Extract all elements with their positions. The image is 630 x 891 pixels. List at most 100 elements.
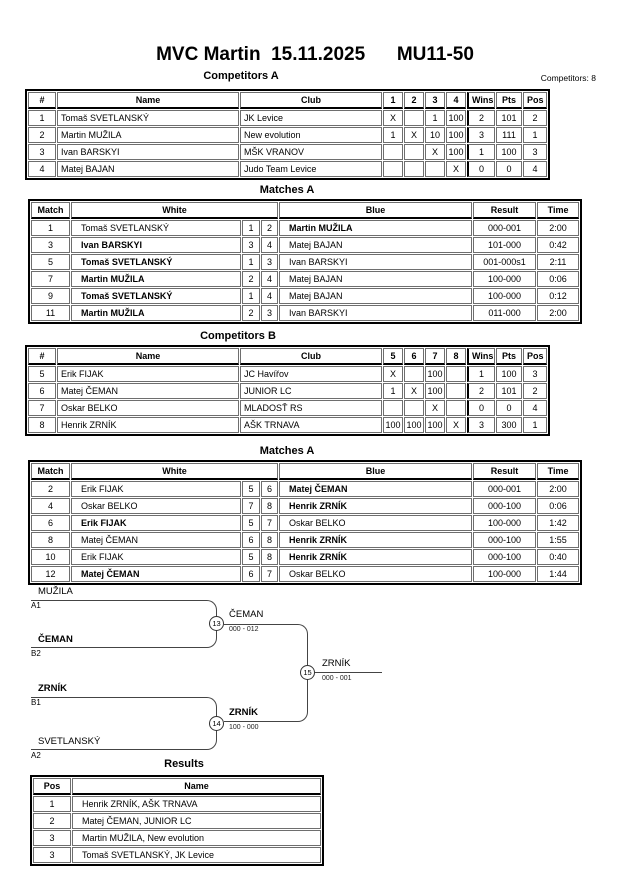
col-header-3: 3 <box>425 92 445 109</box>
bracket-slot-name: SVETLANSKÝ <box>38 736 101 747</box>
col-header-pts: Pts <box>496 348 522 365</box>
cell-wins: 1 <box>467 144 495 160</box>
cell-blue: Matej BAJAN <box>279 271 473 287</box>
competitors-a-table: # Name Club 1 2 3 4 Wins Pts Pos 1 Tomaš… <box>25 89 550 180</box>
bracket-match-score: 000 - 001 <box>322 675 352 682</box>
cell-result: 000-001 <box>473 220 537 236</box>
cell-pts: 100 <box>496 366 522 382</box>
cell-r1: 1 <box>383 383 403 399</box>
cell-pts: 300 <box>496 417 522 433</box>
bracket-slot-name: ZRNÍK <box>38 683 68 694</box>
cell-r1 <box>383 144 403 160</box>
cell-result: 001-000s1 <box>473 254 537 270</box>
cell-club: JC Havířov <box>240 366 382 382</box>
cell-wins: 2 <box>467 110 495 126</box>
cell-blue: Matej ČEMAN <box>279 481 473 497</box>
cell-time: 1:42 <box>537 515 580 531</box>
cell-white-num: 3 <box>242 237 260 253</box>
col-header-club: Club <box>240 92 382 109</box>
match-row: 9 Tomaš SVETLANSKÝ 1 4 Matej BAJAN 100-0… <box>31 288 580 304</box>
cell-blue: Henrik ZRNÍK <box>279 532 473 548</box>
cell-blue-num: 8 <box>261 532 279 548</box>
col-header-6: 6 <box>404 348 424 365</box>
cell-white: Martin MUŽILA <box>71 305 241 321</box>
cell-white-num: 5 <box>242 549 260 565</box>
cell-time: 2:11 <box>537 254 580 270</box>
competitors-count: Competitors: 8 <box>540 73 596 83</box>
match-row: 5 Tomaš SVETLANSKÝ 1 3 Ivan BARSKYI 001-… <box>31 254 580 270</box>
cell-r3: 1 <box>425 110 445 126</box>
cell-white-num: 2 <box>242 271 260 287</box>
cell-r1 <box>383 400 403 416</box>
cell-r2 <box>404 366 424 382</box>
cell-result: 100-000 <box>473 271 537 287</box>
cell-time: 2:00 <box>537 220 580 236</box>
cell-name: Matej ČEMAN <box>57 383 239 399</box>
cell-white-num: 2 <box>242 305 260 321</box>
cell-name: Martin MUŽILA, New evolution <box>72 830 321 846</box>
cell-match-no: 11 <box>31 305 70 321</box>
cell-r4 <box>446 366 466 382</box>
cell-match-no: 10 <box>31 549 70 565</box>
cell-result: 100-000 <box>473 566 537 582</box>
match-row: 11 Martin MUŽILA 2 3 Ivan BARSKYI 011-00… <box>31 305 580 321</box>
col-header-result: Result <box>473 463 537 480</box>
cell-blue-num: 7 <box>261 515 279 531</box>
cell-r2 <box>404 110 424 126</box>
result-row: 2 Matej ČEMAN, JUNIOR LC <box>33 813 321 829</box>
cell-white-num: 6 <box>242 566 260 582</box>
cell-name: Tomaš SVETLANSKÝ, JK Levice <box>72 847 321 863</box>
cell-blue-num: 3 <box>261 305 279 321</box>
match-row: 4 Oskar BELKO 7 8 Henrik ZRNÍK 000-100 0… <box>31 498 580 514</box>
cell-wins: 3 <box>467 127 495 143</box>
cell-r3 <box>425 161 445 177</box>
cell-time: 0:12 <box>537 288 580 304</box>
bracket-connector-sf1 <box>31 600 217 648</box>
cell-club: Judo Team Levice <box>240 161 382 177</box>
match-row: 1 Tomaš SVETLANSKÝ 1 2 Martin MUŽILA 000… <box>31 220 580 236</box>
cell-pos: 1 <box>523 417 547 433</box>
final-winner-line <box>315 672 382 673</box>
col-header-5: 5 <box>383 348 403 365</box>
col-header-8: 8 <box>446 348 466 365</box>
cell-match-no: 8 <box>31 532 70 548</box>
match-row: 12 Matej ČEMAN 6 7 Oskar BELKO 100-000 1… <box>31 566 580 582</box>
cell-pos: 3 <box>33 847 71 863</box>
bracket-connector-sf2 <box>31 697 217 750</box>
match-row: 10 Erik FIJAK 5 8 Henrik ZRNÍK 000-100 0… <box>31 549 580 565</box>
cell-r3: 100 <box>425 417 445 433</box>
cell-white: Martin MUŽILA <box>71 271 241 287</box>
cell-white: Erik FIJAK <box>71 515 241 531</box>
col-header-2: 2 <box>404 92 424 109</box>
cell-r1: X <box>383 110 403 126</box>
col-header-blue: Blue <box>279 463 473 480</box>
bracket-slot-name: ČEMAN <box>38 634 73 645</box>
cell-r2 <box>404 144 424 160</box>
col-header-blue: Blue <box>279 202 473 219</box>
cell-match-no: 3 <box>31 237 70 253</box>
cell-wins: 0 <box>467 400 495 416</box>
cell-wins: 2 <box>467 383 495 399</box>
cell-name: Matej ČEMAN, JUNIOR LC <box>72 813 321 829</box>
col-header-result: Result <box>473 202 537 219</box>
cell-white-num: 1 <box>242 220 260 236</box>
cell-r2: X <box>404 383 424 399</box>
col-header-name: Name <box>57 348 239 365</box>
cell-white-num: 5 <box>242 515 260 531</box>
cell-r2: X <box>404 127 424 143</box>
col-header-wins: Wins <box>467 92 495 109</box>
cell-white-num: 1 <box>242 288 260 304</box>
cell-pos: 1 <box>33 796 71 812</box>
cell-white: Tomaš SVETLANSKÝ <box>71 254 241 270</box>
bracket-winner-name: ZRNÍK <box>229 707 259 718</box>
col-header-wins: Wins <box>467 348 495 365</box>
cell-r4 <box>446 400 466 416</box>
cell-blue: Matej BAJAN <box>279 237 473 253</box>
cell-pos: 4 <box>523 161 547 177</box>
cell-white-num: 5 <box>242 481 260 497</box>
cell-white-num: 6 <box>242 532 260 548</box>
match-row: 7 Martin MUŽILA 2 4 Matej BAJAN 100-000 … <box>31 271 580 287</box>
col-header-match: Match <box>31 202 70 219</box>
cell-match-no: 4 <box>31 498 70 514</box>
cell-pts: 100 <box>496 144 522 160</box>
